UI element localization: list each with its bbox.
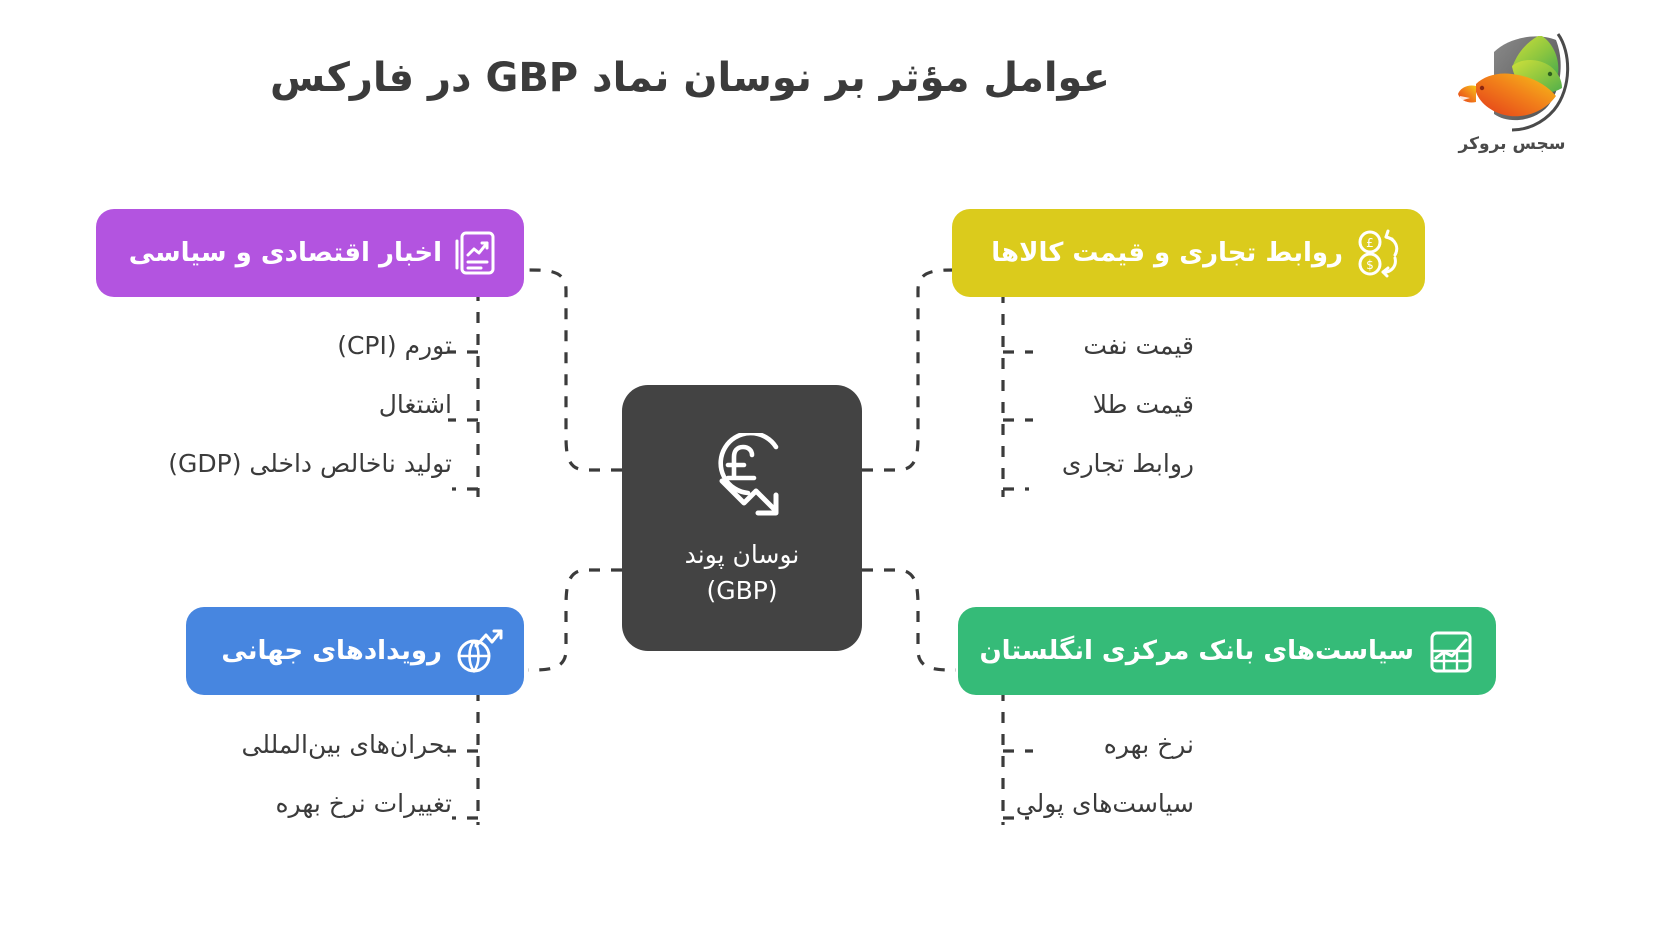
branch-item: بحران‌های بین‌المللی: [241, 730, 452, 759]
branch-pill-news[interactable]: اخبار اقتصادی و سیاسی: [96, 209, 524, 297]
svg-text:£: £: [1366, 236, 1374, 250]
branch-items-news: تورم (CPI) اشتغال تولید ناخالص داخلی (GD…: [92, 333, 452, 476]
center-node: نوسان پوند (GBP): [622, 385, 862, 651]
news-report-icon: [455, 231, 495, 275]
pound-decline-icon: [718, 432, 779, 516]
branch-label-news: اخبار اقتصادی و سیاسی: [128, 238, 442, 268]
branch-item: قیمت طلا: [1092, 390, 1194, 419]
center-label: نوسان پوند (GBP): [684, 539, 800, 605]
branch-item: تولید ناخالص داخلی (GDP): [168, 449, 452, 478]
branch-item: سیاست‌های پولی: [1015, 789, 1194, 818]
branch-pill-boe[interactable]: سیاست‌های بانک مرکزی انگلستان: [958, 607, 1496, 695]
branch-item: روابط تجاری: [1061, 449, 1194, 478]
page-title: عوامل مؤثر بر نوسان نماد GBP در فارکس: [270, 55, 1110, 101]
branch-pill-global[interactable]: رویدادهای جهانی: [186, 607, 524, 695]
branch-item: نرخ بهره: [1103, 730, 1194, 759]
branch-pill-trade[interactable]: £ $ روابط تجاری و قیمت کالاها: [952, 209, 1425, 297]
branch-items-boe: نرخ بهره سیاست‌های پولی: [934, 732, 1194, 816]
bank-chart-icon: [1430, 631, 1472, 673]
branch-item: تورم (CPI): [337, 331, 452, 360]
logo-bull-bear-shield-icon: [1458, 33, 1570, 132]
branch-items-trade: قیمت نفت قیمت طلا روابط تجاری: [934, 333, 1194, 476]
branch-item: تغییرات نرخ بهره: [275, 789, 452, 818]
branch-label-global: رویدادهای جهانی: [221, 636, 442, 666]
branch-items-global: بحران‌های بین‌المللی تغییرات نرخ بهره: [92, 732, 452, 816]
currency-exchange-icon: £ $: [1358, 229, 1399, 278]
logo-text: سجس بروکر: [1458, 134, 1566, 154]
branch-label-trade: روابط تجاری و قیمت کالاها: [991, 238, 1343, 268]
branch-label-boe: سیاست‌های بانک مرکزی انگلستان: [979, 636, 1414, 666]
brand-logo: سجس بروکر: [1446, 22, 1596, 172]
branch-item: اشتغال: [378, 390, 452, 419]
branch-item: قیمت نفت: [1083, 331, 1194, 360]
globe-growth-icon: [457, 629, 503, 674]
svg-text:$: $: [1366, 258, 1374, 272]
